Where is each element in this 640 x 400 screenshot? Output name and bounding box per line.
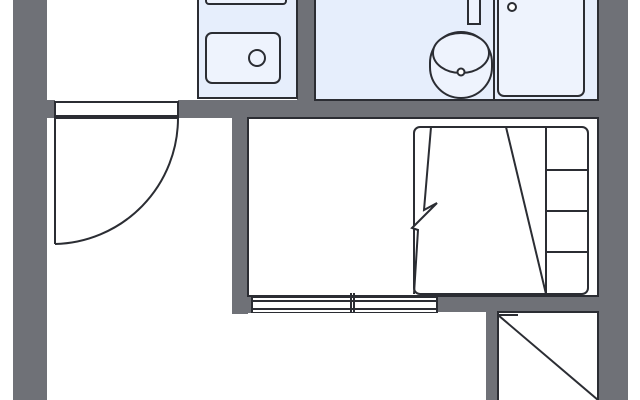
bed-break-line [410,126,438,295]
washbasin-drain-icon [456,67,466,77]
closet-door-diagonal [497,314,599,400]
washbasin-column [467,0,481,25]
kitchen-sink [205,32,281,84]
hall-floor [248,313,486,400]
bedroom [247,117,599,318]
bedroom-bottom-wall-right [437,296,598,312]
washbasin [432,32,490,74]
bedroom-bottom-wall-left [248,297,252,313]
swing-door-icon [54,117,180,245]
interior-walls [47,0,598,400]
closet-left-wall [486,312,498,400]
stove-top [205,0,287,5]
bathtub [497,0,585,97]
bedroom-left-wall [232,118,248,314]
left-exterior-wall [13,0,47,400]
kitchen-bath-wall [297,0,315,102]
upper-horizontal-wall [178,100,598,118]
sliding-door-track [251,296,438,314]
exterior-walls [13,0,628,400]
entry-floor [47,118,232,400]
upper-horizontal-wall-left [47,100,55,118]
bed [410,126,589,295]
entry [47,101,232,400]
sink-drain-icon [248,49,266,67]
closet [497,311,599,400]
blanket-fold [505,126,547,295]
kitchen [47,0,298,100]
bathtub-drain-icon [507,2,517,12]
bathroom [314,0,599,101]
entry-door-opening [54,101,179,117]
right-exterior-wall [598,0,628,400]
